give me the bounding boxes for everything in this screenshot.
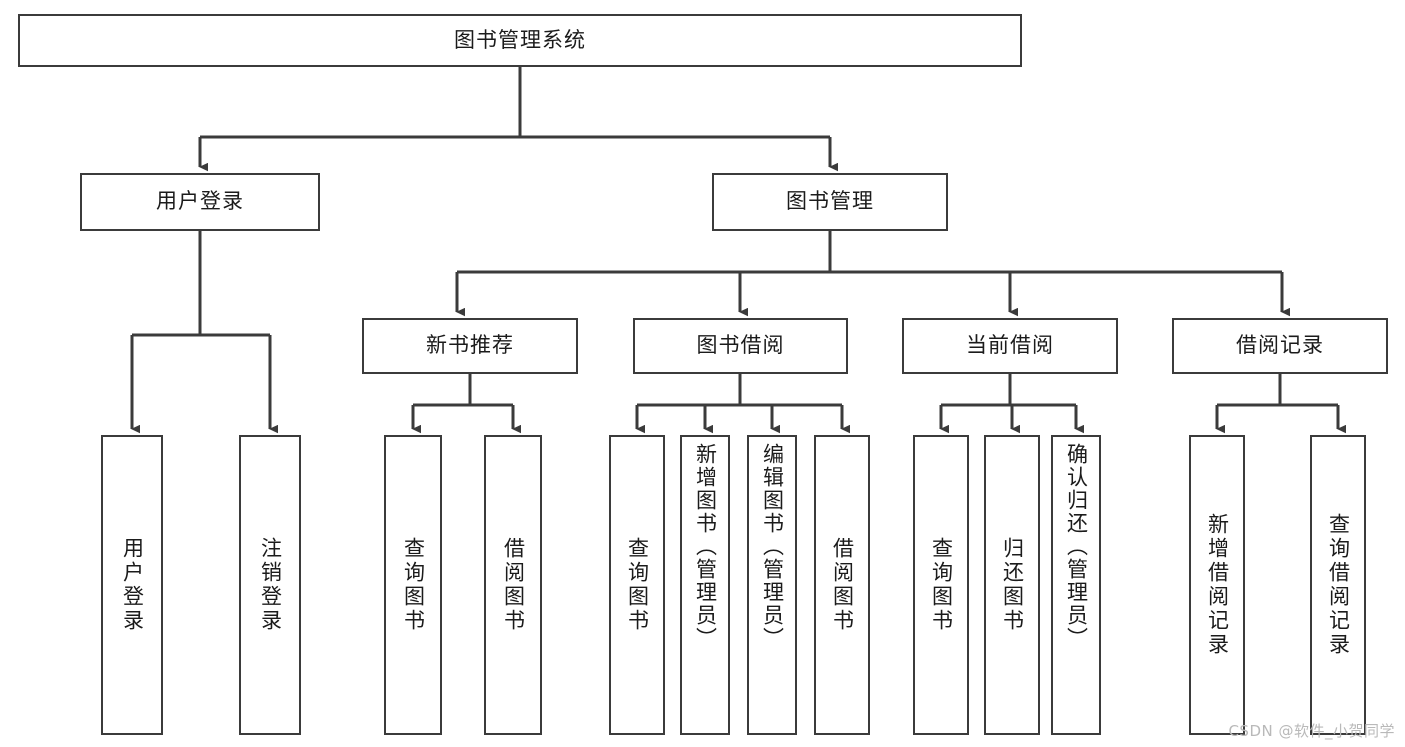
leaf-add-borrow-record[interactable]: 新增借阅记录: [1189, 435, 1245, 735]
node-book-management[interactable]: 图书管理: [712, 173, 948, 231]
leaf-query-book-current[interactable]: 查询图书: [913, 435, 969, 735]
leaf-borrow-book[interactable]: 借阅图书: [814, 435, 870, 735]
leaf-confirm-return-admin[interactable]: 确认归还（管理员）: [1051, 435, 1101, 735]
node-user-login[interactable]: 用户登录: [80, 173, 320, 231]
leaf-edit-book-admin[interactable]: 编辑图书（管理员）: [747, 435, 797, 735]
leaf-add-book-admin[interactable]: 新增图书（管理员）: [680, 435, 730, 735]
leaf-query-book-borrow[interactable]: 查询图书: [609, 435, 665, 735]
node-borrow-record[interactable]: 借阅记录: [1172, 318, 1388, 374]
leaf-query-borrow-record[interactable]: 查询借阅记录: [1310, 435, 1366, 735]
watermark-text: CSDN @软件_小贺同学: [1228, 722, 1395, 740]
leaf-return-book[interactable]: 归还图书: [984, 435, 1040, 735]
leaf-query-book-new[interactable]: 查询图书: [384, 435, 442, 735]
node-new-book-recommend[interactable]: 新书推荐: [362, 318, 578, 374]
leaf-user-login[interactable]: 用户登录: [101, 435, 163, 735]
node-book-borrow[interactable]: 图书借阅: [633, 318, 848, 374]
leaf-logout[interactable]: 注销登录: [239, 435, 301, 735]
node-root[interactable]: 图书管理系统: [18, 14, 1022, 67]
node-current-borrow[interactable]: 当前借阅: [902, 318, 1118, 374]
leaf-borrow-book-new[interactable]: 借阅图书: [484, 435, 542, 735]
